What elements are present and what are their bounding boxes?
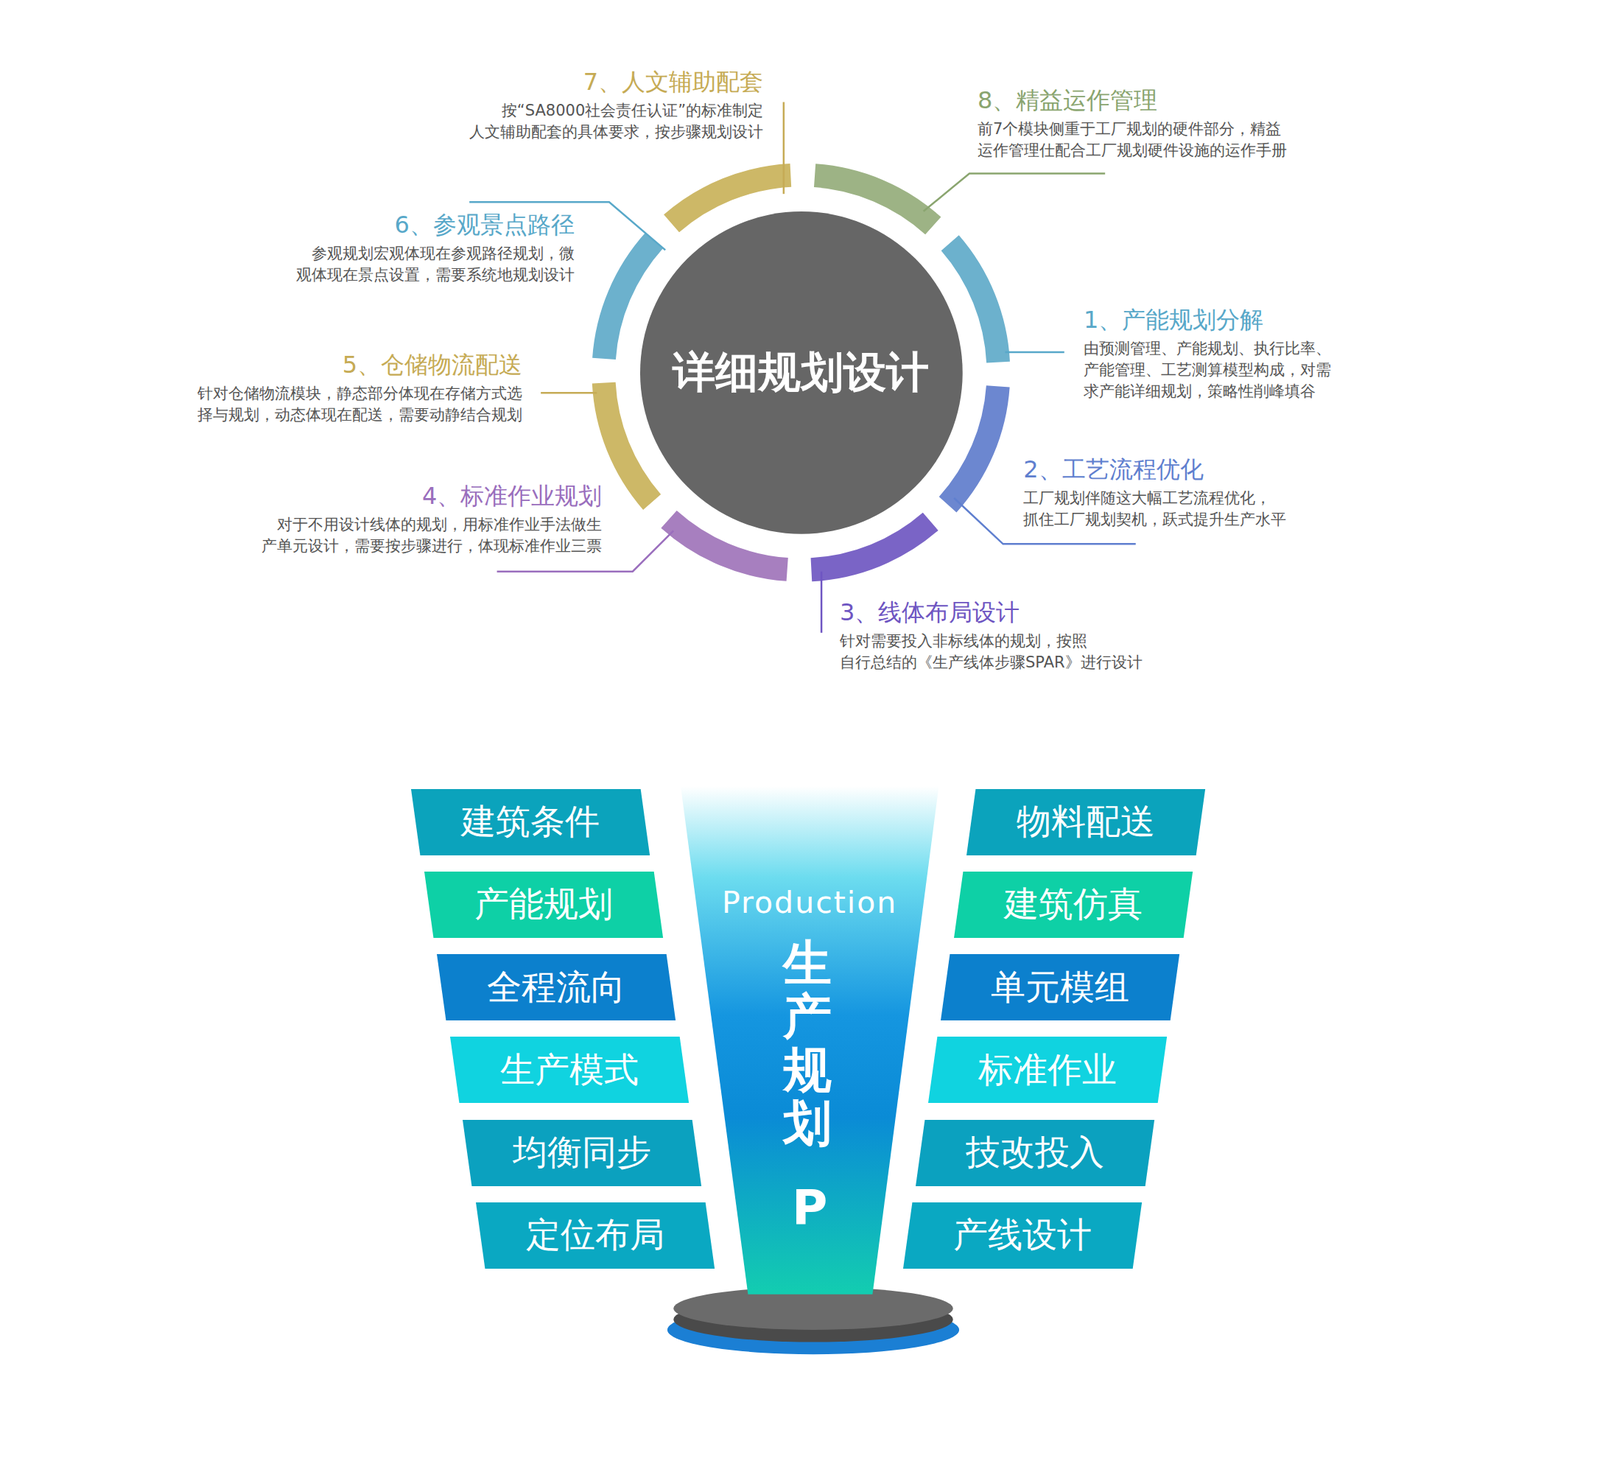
- leader-line: [923, 173, 1106, 211]
- module-description: 按“SA8000社会责任认证”的标准制定 人文辅助配套的具体要求，按步骤规划设计: [456, 100, 764, 143]
- module-heading: 7、人文辅助配套: [456, 66, 764, 98]
- module-callout: 1、产能规划分解由预测管理、产能规划、执行比率、 产能管理、工艺测算模型构成，对…: [1083, 304, 1344, 403]
- box-label: 技改投入: [965, 1129, 1105, 1176]
- module-callout: 3、线体布局设计针对需要投入非标线体的规划，按照 自行总结的《生产线体步骤SPA…: [839, 596, 1156, 674]
- box-label: 建筑条件: [461, 798, 600, 845]
- module-heading: 8、精益运作管理: [977, 84, 1300, 116]
- box-label: 均衡同步: [512, 1129, 652, 1176]
- funnel-title: 生产规划: [783, 937, 832, 1151]
- parallelogram-box: 建筑仿真: [953, 871, 1193, 938]
- parallelogram-box: 物料配送: [966, 788, 1206, 856]
- module-heading: 5、仓储物流配送: [184, 349, 523, 381]
- module-description: 对于不用设计线体的规划，用标准作业手法做生 产单元设计，需要按步骤进行，体现标准…: [248, 514, 602, 557]
- module-heading: 1、产能规划分解: [1083, 304, 1344, 336]
- box-label: 生产模式: [500, 1046, 639, 1094]
- module-callout: 5、仓储物流配送针对仓储物流模块，静态部分体现在存储方式选 择与规划，动态体现在…: [184, 349, 523, 426]
- parallelogram-box: 产线设计: [903, 1202, 1142, 1269]
- module-heading: 2、工艺流程优化: [1023, 453, 1299, 485]
- center-title: 详细规划设计: [672, 344, 929, 402]
- parallelogram-box: 定位布局: [475, 1202, 715, 1269]
- parallelogram-box: 技改投入: [915, 1119, 1155, 1187]
- parallelogram-box: 建筑条件: [411, 788, 650, 856]
- leader-line: [783, 102, 786, 195]
- module-heading: 3、线体布局设计: [839, 596, 1156, 628]
- center-circle: 详细规划设计: [640, 211, 963, 535]
- module-callout: 7、人文辅助配套按“SA8000社会责任认证”的标准制定 人文辅助配套的具体要求…: [456, 66, 764, 143]
- module-callout: 6、参观景点路径参观规划宏观体现在参观路径规划，微 观体现在景点设置，需要系统地…: [283, 209, 575, 286]
- box-label: 标准作业: [978, 1046, 1117, 1094]
- funnel-shape: Production 生产规划 P: [680, 786, 939, 1295]
- module-heading: 6、参观景点路径: [283, 209, 575, 241]
- box-label: 定位布局: [525, 1211, 665, 1259]
- parallelogram-box: 全程流向: [436, 953, 676, 1021]
- module-callout: 4、标准作业规划对于不用设计线体的规划，用标准作业手法做生 产单元设计，需要按步…: [248, 480, 602, 557]
- module-callout: 8、精益运作管理前7个模块侧重于工厂规划的硬件部分，精益 运作管理仕配合工厂规划…: [977, 84, 1300, 162]
- leader-line: [540, 391, 597, 395]
- box-label: 建筑仿真: [1004, 881, 1143, 928]
- box-label: 单元模组: [990, 964, 1130, 1011]
- module-description: 针对仓储物流模块，静态部分体现在存储方式选 择与规划，动态体现在配送，需要动静结…: [184, 383, 523, 426]
- box-label: 全程流向: [486, 964, 626, 1011]
- module-description: 参观规划宏观体现在参观路径规划，微 观体现在景点设置，需要系统地规划设计: [283, 243, 575, 286]
- funnel-english: Production: [680, 884, 939, 921]
- module-heading: 4、标准作业规划: [248, 480, 602, 512]
- module-description: 针对需要投入非标线体的规划，按照 自行总结的《生产线体步骤SPAR》进行设计: [839, 630, 1156, 674]
- module-description: 由预测管理、产能规划、执行比率、 产能管理、工艺测算模型构成，对需 求产能详细规…: [1083, 338, 1344, 403]
- funnel-letter: P: [680, 1178, 939, 1237]
- parallelogram-box: 产能规划: [424, 871, 663, 938]
- module-callout: 2、工艺流程优化工厂规划伴随这大幅工艺流程优化， 抓住工厂规划契机，跃式提升生产…: [1023, 453, 1299, 531]
- parallelogram-box: 单元模组: [940, 953, 1180, 1021]
- module-description: 前7个模块侧重于工厂规划的硬件部分，精益 运作管理仕配合工厂规划硬件设施的运作手…: [977, 118, 1300, 162]
- box-label: 物料配送: [1016, 798, 1156, 845]
- leader-line: [820, 571, 823, 633]
- leader-line: [1004, 351, 1064, 354]
- parallelogram-box: 标准作业: [928, 1036, 1167, 1103]
- module-description: 工厂规划伴随这大幅工艺流程优化， 抓住工厂规划契机，跃式提升生产水平: [1023, 487, 1299, 531]
- parallelogram-box: 生产模式: [450, 1036, 689, 1103]
- box-label: 产线设计: [953, 1211, 1092, 1259]
- box-label: 产能规划: [474, 881, 613, 928]
- parallelogram-box: 均衡同步: [462, 1119, 702, 1187]
